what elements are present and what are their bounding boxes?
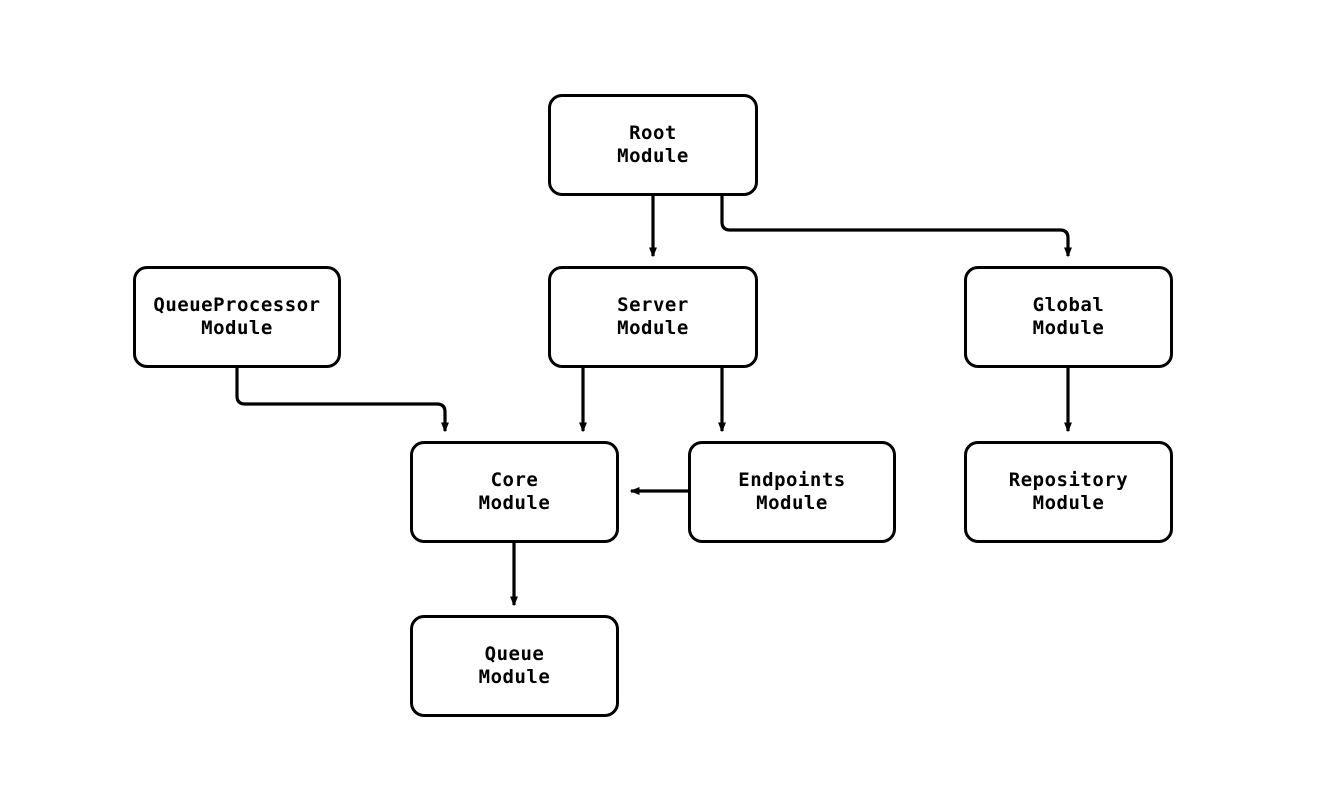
node-repository-kind: Module <box>1032 492 1105 514</box>
node-root-kind: Module <box>617 145 689 167</box>
node-root-name: Root <box>629 122 677 145</box>
node-core-name: Core <box>490 469 539 492</box>
edge-root-to-global <box>720 196 1072 258</box>
node-queueprocessor-kind: Module <box>201 317 273 339</box>
node-repository-name: Repository <box>1008 469 1129 492</box>
node-endpoints-kind: Module <box>756 492 828 514</box>
node-server-kind: Module <box>617 317 689 339</box>
node-endpoints-name: Endpoints <box>738 469 846 492</box>
node-server-name: Server <box>617 294 689 317</box>
node-global-name: Global <box>1032 294 1105 317</box>
edge-queueprocessor-to-core <box>235 368 449 433</box>
node-global-kind: Module <box>1032 317 1105 339</box>
node-queueprocessor-name: QueueProcessor <box>153 294 321 317</box>
node-core-kind: Module <box>478 492 551 514</box>
node-queue-kind: Module <box>478 666 551 688</box>
node-queue-name: Queue <box>484 643 545 666</box>
